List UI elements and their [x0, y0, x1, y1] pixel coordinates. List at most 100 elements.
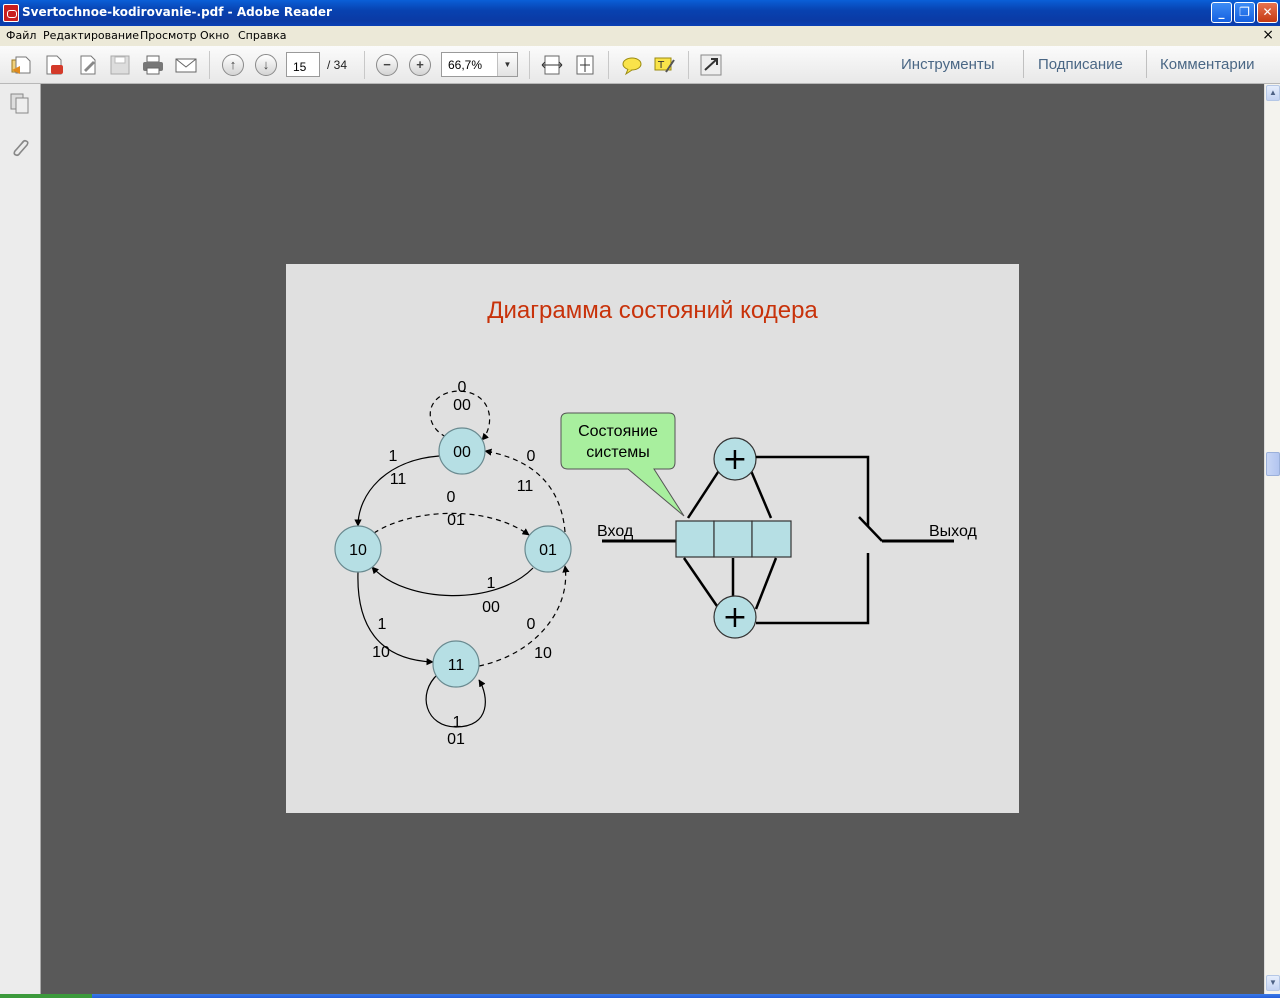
attachments-icon[interactable] [8, 136, 32, 160]
panel-separator [1023, 50, 1024, 78]
state-label-00: 00 [453, 444, 471, 461]
close-button[interactable]: ✕ [1257, 2, 1278, 23]
chevron-down-icon[interactable]: ▼ [497, 53, 517, 76]
state-label-01: 01 [539, 542, 557, 559]
slide-title: Диаграмма состояний кодера [487, 297, 818, 324]
adder-top [713, 437, 757, 481]
state-node-10 [334, 525, 382, 573]
page-total: / 34 [327, 58, 348, 72]
menu-edit[interactable]: Редактирование [43, 29, 139, 42]
page-down-icon[interactable]: ↓ [254, 54, 278, 76]
edge-label: 10 [534, 645, 552, 662]
register-cell-3 [751, 520, 792, 558]
edge-00-to-10 [354, 455, 440, 527]
panel-separator [1146, 50, 1147, 78]
edge-label: 1 [487, 575, 496, 592]
minimize-button[interactable]: _ [1211, 2, 1232, 23]
edge-label: 1 [453, 714, 462, 731]
state-node-00 [438, 427, 486, 475]
edge-01-to-00 [484, 448, 566, 533]
toolbar-separator [529, 51, 530, 79]
edge-00-self [429, 390, 491, 441]
tab-sign[interactable]: Подписание [1038, 56, 1123, 73]
edge-label: 01 [447, 512, 465, 529]
input-label: Вход [597, 523, 634, 540]
callout-line-1: Состояние [578, 423, 658, 440]
edge-label: 11 [390, 471, 407, 488]
edge-label: 10 [372, 644, 390, 661]
create-pdf-icon[interactable] [42, 54, 66, 76]
zoom-in-icon[interactable]: + [408, 54, 432, 76]
edge-label: 11 [517, 478, 534, 495]
zoom-select[interactable]: 66,7% ▼ [441, 52, 518, 77]
edge-label: 1 [389, 448, 398, 465]
pdf-page: Диаграмма состояний кодера 00 10 01 11 0… [286, 264, 1019, 813]
register-cell-1 [675, 520, 715, 558]
state-node-11 [432, 640, 480, 688]
encoder-circuit: Вход Состояние системы + + [560, 412, 978, 639]
toolbar-separator [608, 51, 609, 79]
menu-view[interactable]: Просмотр [140, 29, 197, 42]
fit-width-icon[interactable] [540, 54, 564, 76]
zoom-value: 66,7% [448, 58, 483, 72]
edge-label: 00 [482, 599, 500, 616]
adder-bottom-symbol: + [722, 600, 747, 635]
tab-comments[interactable]: Комментарии [1160, 56, 1255, 73]
scroll-up-icon[interactable]: ▲ [1266, 85, 1280, 101]
restore-button[interactable]: ❐ [1234, 2, 1255, 23]
fit-page-icon[interactable] [573, 54, 597, 76]
title-bar: Svertochnoe-kodirovanie-.pdf - Adobe Rea… [0, 0, 1280, 26]
scroll-down-icon[interactable]: ▼ [1266, 975, 1280, 991]
edge-label: 0 [527, 616, 536, 633]
adder-bottom [713, 595, 757, 639]
page-number-input[interactable] [286, 52, 320, 77]
callout-bubble [560, 412, 685, 517]
fullscreen-icon[interactable] [699, 54, 723, 76]
edge-label: 00 [453, 397, 471, 414]
state-label-11: 11 [448, 657, 465, 674]
output-label: Выход [929, 523, 978, 540]
adder-top-symbol: + [722, 442, 747, 477]
edge-01-to-10 [371, 566, 534, 597]
toolbar: ↑ ↓ − + T [0, 46, 1280, 84]
save-icon[interactable] [108, 54, 132, 76]
comment-icon[interactable] [620, 54, 644, 76]
taskbar [0, 994, 1280, 998]
highlight-icon[interactable]: T [652, 54, 676, 76]
start-button[interactable] [0, 994, 92, 998]
state-label-10: 10 [349, 542, 367, 559]
page-up-icon[interactable]: ↑ [221, 54, 245, 76]
edge-11-to-01 [478, 565, 570, 667]
open-icon[interactable] [9, 54, 33, 76]
vertical-scrollbar[interactable]: ▲ ▼ [1264, 84, 1280, 994]
email-icon[interactable] [174, 54, 198, 76]
commutator-switch [858, 516, 883, 542]
callout-line-2: системы [586, 444, 649, 461]
edge-10-to-11 [357, 571, 434, 666]
register-cell-2 [713, 520, 753, 558]
menu-file[interactable]: Файл [6, 29, 37, 42]
toolbar-separator [364, 51, 365, 79]
edge-label: 1 [378, 616, 387, 633]
edge-label: 01 [447, 731, 465, 748]
page-thumbnails-icon[interactable] [8, 92, 32, 116]
state-node-01 [524, 525, 572, 573]
edge-label: 0 [447, 489, 456, 506]
toolbar-separator [688, 51, 689, 79]
adobe-reader-icon [3, 4, 19, 22]
menu-window[interactable]: Окно [200, 29, 230, 42]
window-title: Svertochnoe-kodirovanie-.pdf - Adobe Rea… [22, 5, 332, 19]
scroll-thumb[interactable] [1266, 452, 1280, 476]
document-close-icon[interactable]: × [1262, 27, 1274, 43]
edge-11-self [425, 673, 486, 728]
navigation-pane [0, 84, 41, 994]
edge-label: 0 [527, 448, 536, 465]
print-icon[interactable] [141, 54, 165, 76]
menu-help[interactable]: Справка [238, 29, 287, 42]
zoom-out-icon[interactable]: − [375, 54, 399, 76]
menu-bar: Файл Редактирование Просмотр Окно Справк… [0, 26, 1280, 46]
toolbar-separator [209, 51, 210, 79]
state-diagram: 00 10 01 11 0 00 1 11 0 11 0 01 1 00 1 1… [334, 379, 978, 748]
edit-icon[interactable] [76, 54, 100, 76]
tab-tools[interactable]: Инструменты [901, 56, 995, 73]
